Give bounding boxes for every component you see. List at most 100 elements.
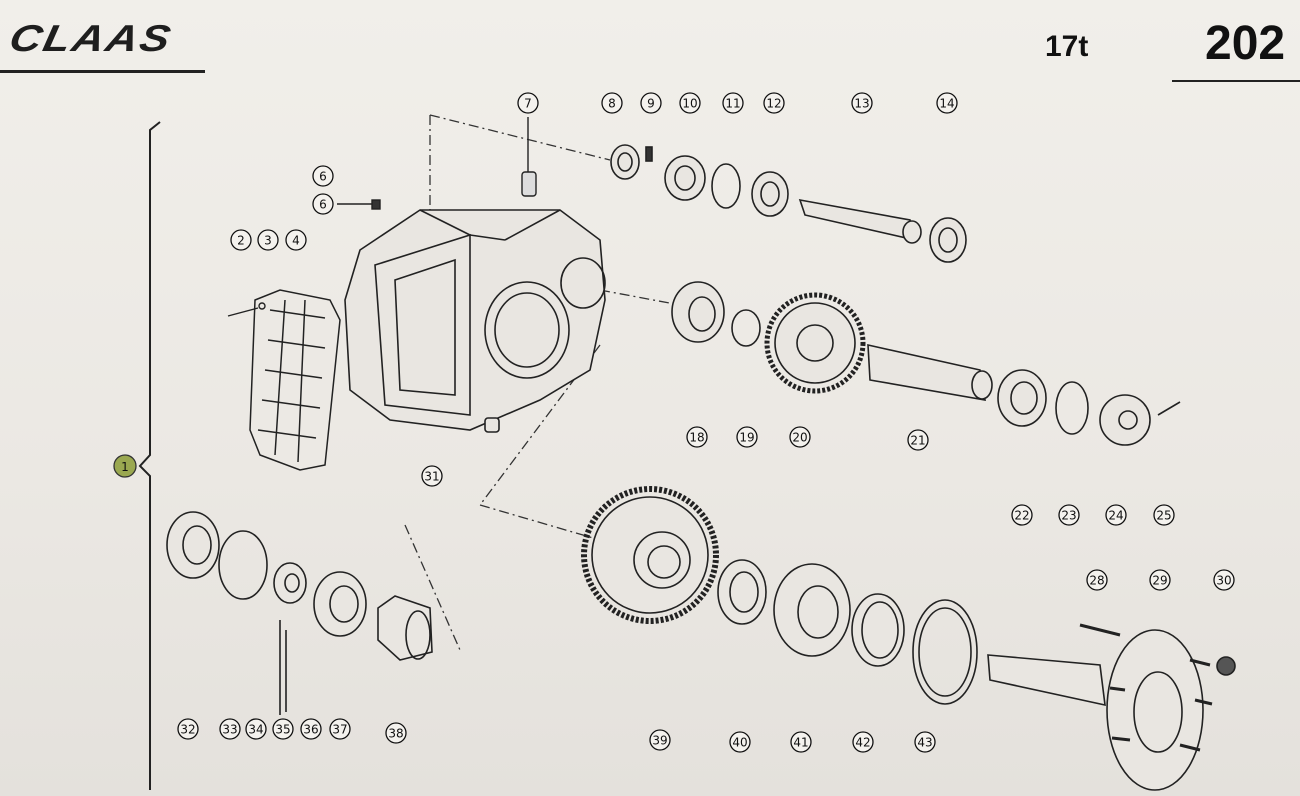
callout-label: 10 [682, 97, 697, 111]
callout-39: 39 [649, 729, 671, 751]
callout-label: 38 [388, 727, 403, 741]
callout-3: 3 [257, 229, 279, 251]
callout-label: 24 [1108, 509, 1123, 523]
breather-valve [521, 117, 537, 197]
callout-label: 39 [652, 734, 667, 748]
callout-circle [230, 229, 252, 251]
callout-label: 43 [917, 736, 932, 750]
callout-label: 31 [424, 470, 439, 484]
output-gear-parts [581, 486, 978, 705]
callout-circle [640, 92, 662, 114]
cover-plate [249, 289, 341, 471]
callout-label: 23 [1061, 509, 1076, 523]
callout-circle [649, 729, 671, 751]
callout-7: 7 [517, 92, 539, 114]
assembly-lines [404, 114, 681, 651]
callout-label: 25 [1156, 509, 1171, 523]
callout-label: 33 [222, 723, 237, 737]
callout-label: 30 [1216, 574, 1231, 588]
callout-29: 29 [1149, 569, 1171, 591]
callout-42: 42 [852, 731, 874, 753]
callout-40: 40 [729, 731, 751, 753]
header-rule-left [0, 70, 205, 73]
callout-circle [312, 193, 334, 215]
callout-label: 7 [524, 97, 532, 111]
top-shaft-parts [610, 144, 967, 263]
callout-2: 2 [230, 229, 252, 251]
callout-circle [789, 426, 811, 448]
callout-circle [936, 92, 958, 114]
callout-circle [285, 229, 307, 251]
callout-13: 13 [851, 92, 873, 114]
callout-20: 20 [789, 426, 811, 448]
callout-label: 22 [1014, 509, 1029, 523]
assembly-number: 1 [121, 460, 129, 474]
callout-4: 4 [285, 229, 307, 251]
callout-21: 21 [907, 429, 929, 451]
callout-circle [272, 718, 294, 740]
callout-label: 2 [237, 234, 245, 248]
callout-circle [851, 92, 873, 114]
callout-label: 6 [319, 198, 327, 212]
callout-circle [1213, 569, 1235, 591]
callout-circle [852, 731, 874, 753]
callout-label: 4 [292, 234, 300, 248]
callout-circle [763, 92, 785, 114]
callout-label: 37 [332, 723, 347, 737]
model-label: 17t [1045, 30, 1089, 63]
callout-label: 29 [1152, 574, 1167, 588]
callout-circle [1149, 569, 1171, 591]
callout-label: 42 [855, 736, 870, 750]
callout-circle [686, 426, 708, 448]
callout-circle [300, 718, 322, 740]
page-number: 202 [1205, 17, 1286, 70]
callout-circle [257, 229, 279, 251]
lower-left-parts [166, 511, 433, 715]
callout-label: 35 [275, 723, 290, 737]
gearbox-housing [344, 209, 606, 433]
callout-35: 35 [272, 718, 294, 740]
callout-circle [679, 92, 701, 114]
callout-6: 6 [312, 193, 334, 215]
callout-label: 13 [854, 97, 869, 111]
callout-label: 6 [319, 170, 327, 184]
assembly-bracket [138, 121, 161, 790]
callout-10: 10 [679, 92, 701, 114]
callout-11: 11 [722, 92, 744, 114]
callout-43: 43 [914, 731, 936, 753]
callout-36: 36 [300, 718, 322, 740]
callout-14: 14 [936, 92, 958, 114]
callout-circle [312, 165, 334, 187]
callout-41: 41 [790, 731, 812, 753]
callout-31: 31 [421, 465, 443, 487]
callout-9: 9 [640, 92, 662, 114]
callout-label: 12 [766, 97, 781, 111]
callout-32: 32 [177, 718, 199, 740]
callout-25: 25 [1153, 504, 1175, 526]
callout-circle [245, 718, 267, 740]
callout-label: 14 [939, 97, 954, 111]
callout-label: 19 [739, 431, 754, 445]
screw-and-washer [227, 302, 266, 317]
callout-circle [907, 429, 929, 451]
callout-label: 11 [725, 97, 740, 111]
callout-circle [1058, 504, 1080, 526]
callout-circle [722, 92, 744, 114]
callout-34: 34 [245, 718, 267, 740]
callout-label: 18 [689, 431, 704, 445]
callout-circle [385, 722, 407, 744]
callout-6: 6 [312, 165, 334, 187]
callout-label: 28 [1089, 574, 1104, 588]
callout-label: 34 [248, 723, 263, 737]
callout-circle [736, 426, 758, 448]
callout-18: 18 [686, 426, 708, 448]
callout-28: 28 [1086, 569, 1108, 591]
callout-circle [601, 92, 623, 114]
callout-label: 41 [793, 736, 808, 750]
callout-circle [729, 731, 751, 753]
callout-37: 37 [329, 718, 351, 740]
callout-label: 8 [608, 97, 616, 111]
housing-bolts [337, 199, 381, 210]
